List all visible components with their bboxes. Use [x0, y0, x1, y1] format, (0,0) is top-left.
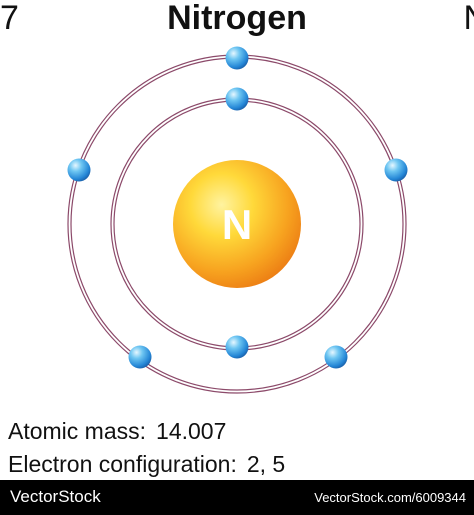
- element-symbol-corner: N: [463, 0, 474, 38]
- atomic-mass-label: Atomic mass:: [8, 418, 147, 444]
- atomic-mass-line: Atomic mass: 14.007: [8, 417, 226, 445]
- element-name-title: Nitrogen: [167, 0, 307, 37]
- bohr-model-diagram: N: [67, 46, 408, 394]
- outer-electron-bottom-right: [324, 345, 348, 369]
- inner-electron-bottom: [225, 335, 249, 359]
- outer-electron-left: [67, 158, 91, 182]
- electron-configuration-label: Electron configuration:: [8, 451, 237, 477]
- outer-electron-bottom-left: [128, 345, 152, 369]
- electron-configuration-value: 2, 5: [246, 451, 286, 477]
- inner-electron-top: [225, 87, 249, 111]
- footer-url[interactable]: VectorStock.com/6009344: [314, 490, 466, 505]
- footer-bar: VectorStock VectorStock.com/6009344: [0, 480, 474, 515]
- nucleus-label: N: [222, 201, 252, 248]
- outer-electron-top: [225, 46, 249, 70]
- nucleus: N: [173, 160, 301, 288]
- footer-brand[interactable]: VectorStock: [10, 487, 101, 506]
- electron-configuration-line: Electron configuration: 2, 5: [8, 450, 285, 478]
- outer-electron-right: [384, 158, 408, 182]
- atomic-mass-value: 14.007: [156, 418, 227, 444]
- atomic-number: 7: [0, 0, 19, 37]
